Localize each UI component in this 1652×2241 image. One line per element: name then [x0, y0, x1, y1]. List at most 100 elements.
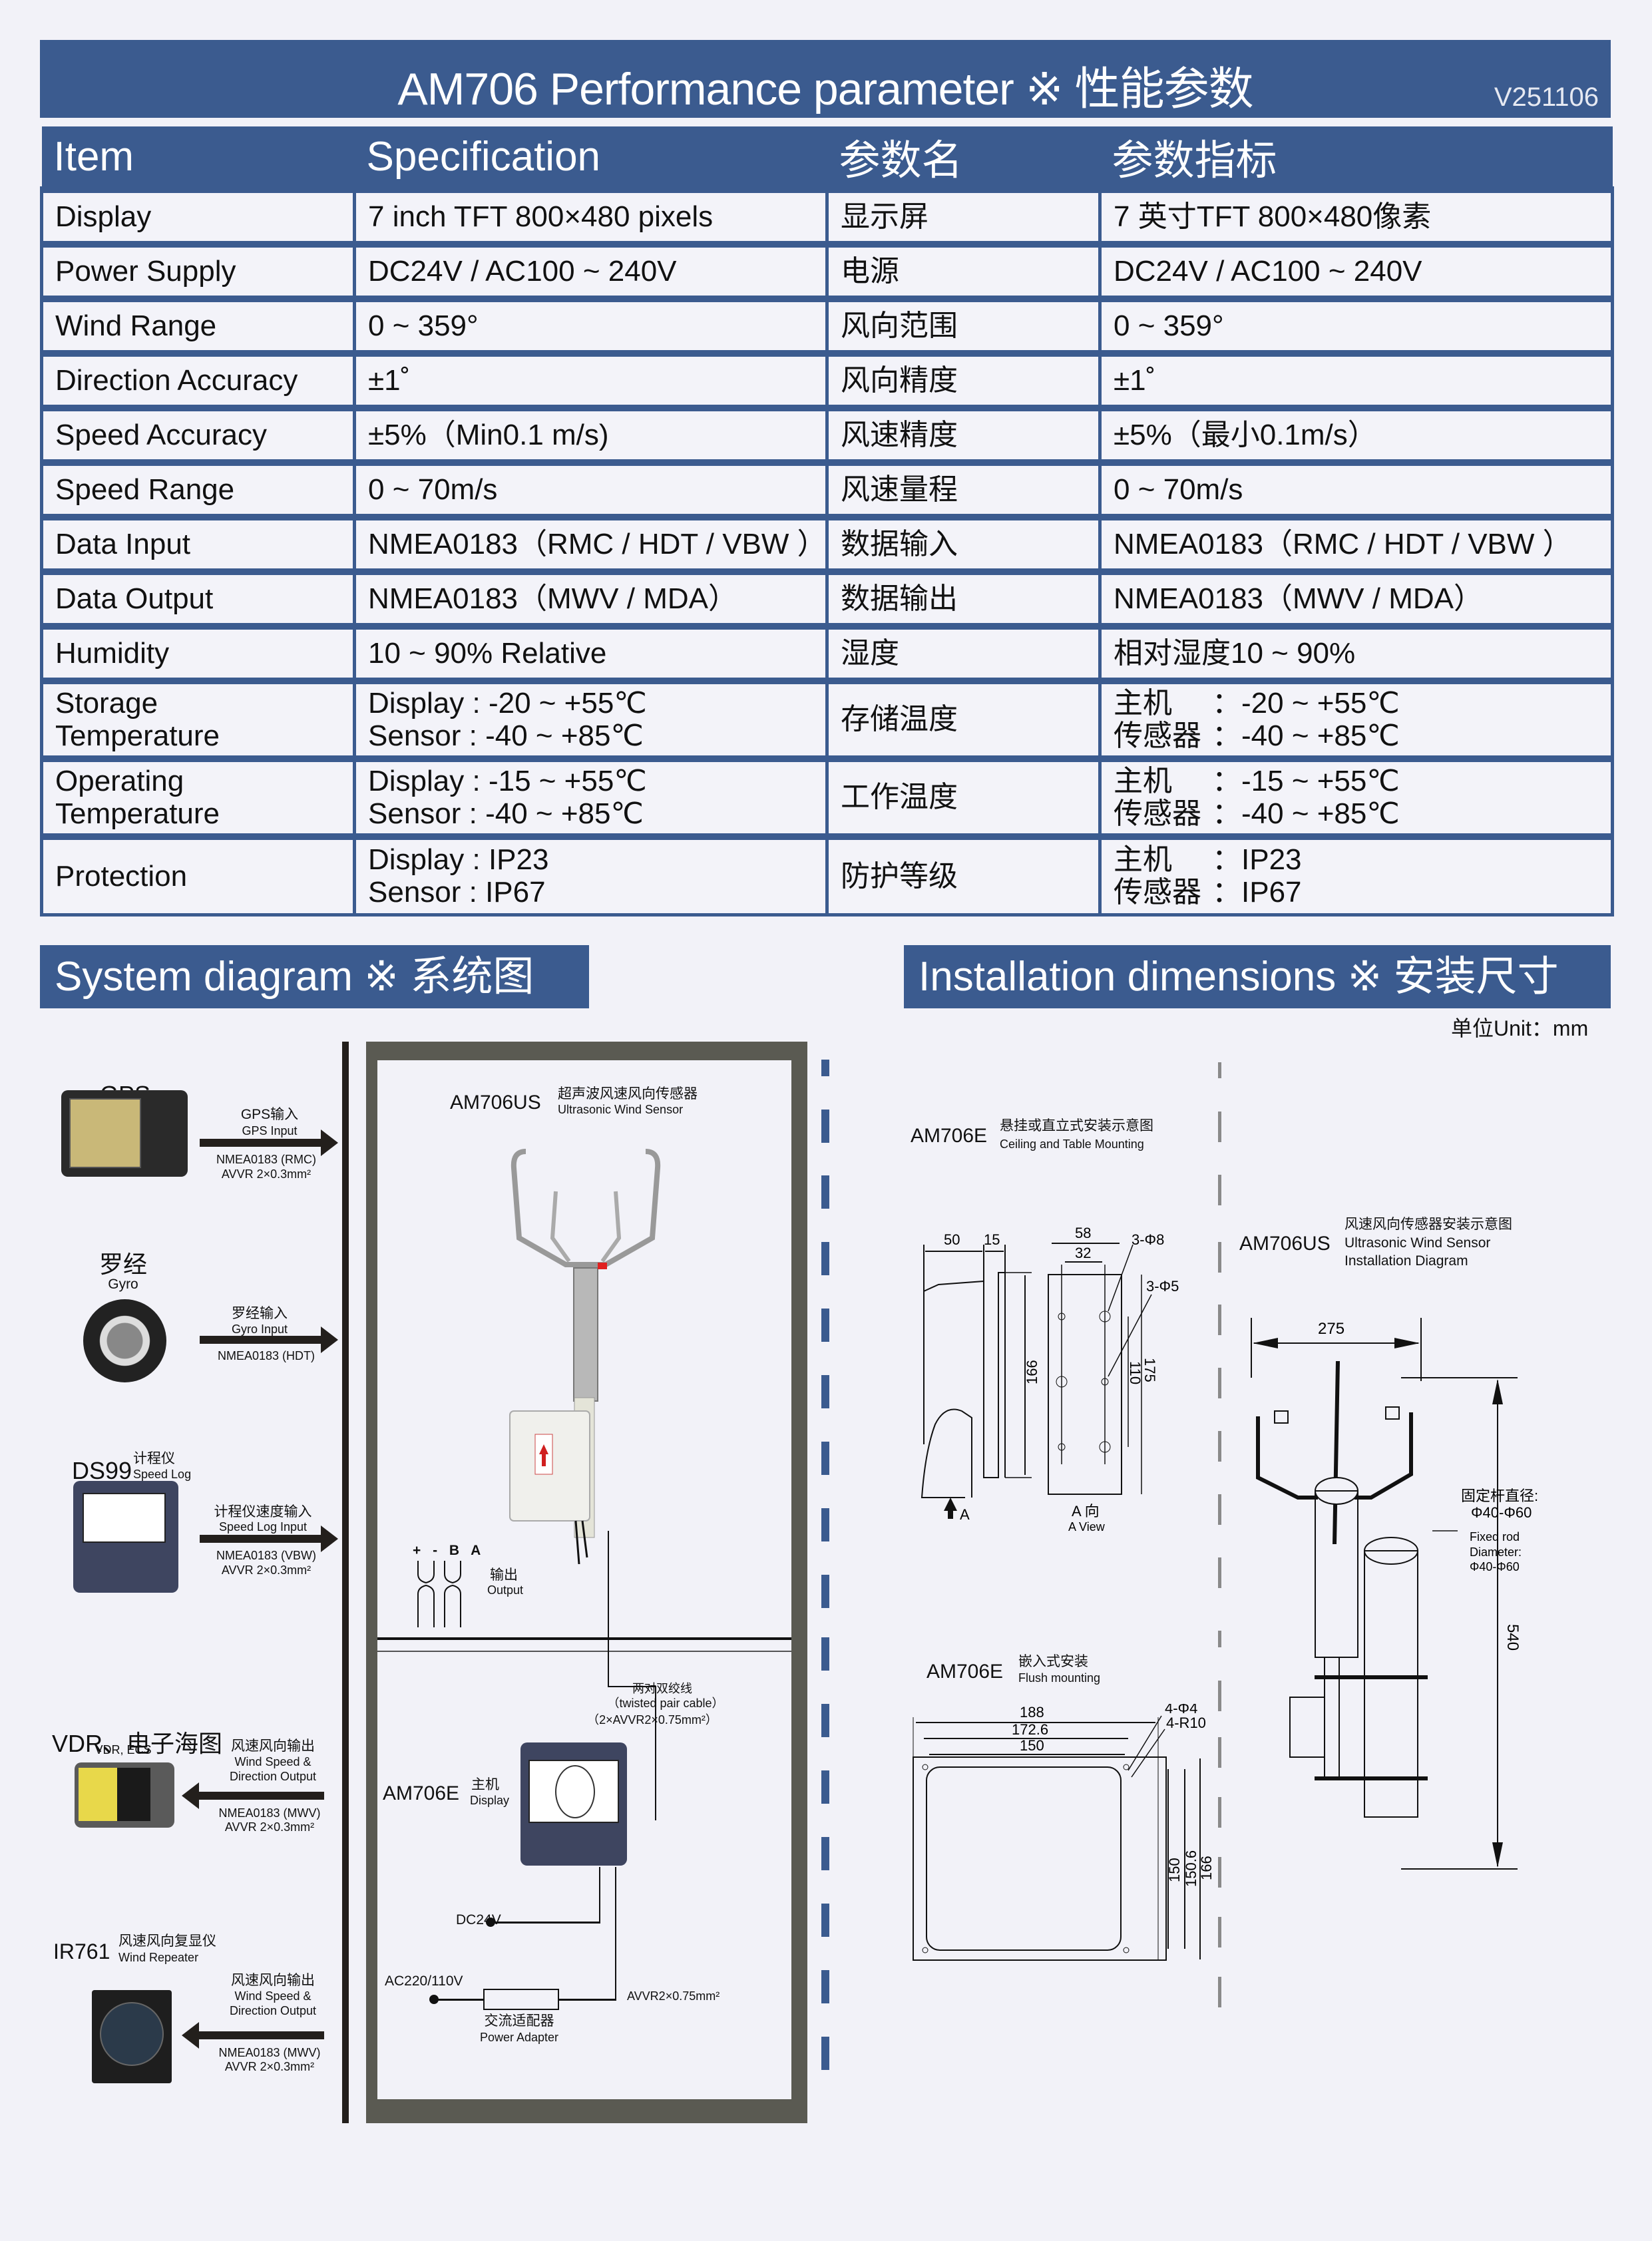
dash: [821, 1770, 829, 1804]
ceiling-mount-drawing: 50 15 166 58 32 3-Φ8 3-Φ5 110 175 A A 向 …: [921, 1225, 1179, 1533]
cell-spec-line: Sensor : -40 ~ +85℃: [368, 797, 644, 830]
cell-name-cn: 风速量程: [825, 459, 1102, 519]
flush-model: AM706E: [927, 1661, 1004, 1683]
dc-terminal-dot: [486, 1918, 495, 1927]
cell-value-cn: 7 英寸TFT 800×480像素: [1098, 186, 1614, 246]
ac-line: [435, 1999, 483, 2001]
dash: [1218, 1431, 1221, 1462]
svg-text:3-Φ8: 3-Φ8: [1132, 1231, 1164, 1248]
value-val: ：-20 ~ +55℃: [1212, 687, 1400, 720]
cable-spec: （2×AVVR2×0.75mm²）: [587, 1713, 718, 1727]
svg-text:166: 166: [1024, 1360, 1040, 1384]
cell-item: Speed Range: [40, 459, 356, 519]
sensor-cable-line: [608, 1531, 609, 1687]
dash: [821, 1704, 829, 1737]
cell-spec-line: Display : IP23: [368, 843, 549, 877]
cell-value-cn: DC24V / AC100 ~ 240V: [1098, 241, 1614, 301]
ds99-label-cn: 计程仪: [133, 1451, 175, 1466]
display-screen: [528, 1760, 619, 1823]
installation-dimensions-header: Installation dimensions ※ 安装尺寸: [904, 945, 1611, 1008]
sensor-install-model: AM706US: [1239, 1233, 1331, 1255]
sensor-cable-line: [655, 1686, 656, 1820]
svg-text:4-Φ4: 4-Φ4: [1165, 1704, 1197, 1717]
dash: [1218, 1242, 1221, 1273]
dash: [1218, 1737, 1221, 1768]
cell-spec-line: Display : -20 ~ +55℃: [368, 687, 647, 720]
dash: [821, 1637, 829, 1671]
dash: [821, 1175, 829, 1209]
svg-text:A: A: [960, 1506, 970, 1523]
ir761-label-cn: 风速风向复显仪: [118, 1934, 216, 1949]
vdr-output-label-en-2: Direction Output: [229, 1770, 317, 1783]
svg-text:A View: A View: [1068, 1520, 1106, 1533]
dc24v-label: DC24V: [456, 1912, 501, 1928]
ac-line: [559, 1999, 616, 2001]
cell-name-cn: 工作温度: [825, 755, 1102, 839]
cell-name-cn: 风向精度: [825, 350, 1102, 410]
display-model: AM706E: [383, 1782, 460, 1804]
cell-name-cn: 数据输出: [825, 568, 1102, 628]
dash: [821, 1442, 829, 1475]
sensor-install-name-en-2: Installation Diagram: [1344, 1253, 1468, 1269]
dc-line: [599, 1867, 600, 1923]
cell-spec: ±1˚: [353, 350, 829, 410]
ir761-label-en: Wind Repeater: [118, 1951, 199, 1964]
am706e-display-icon: [520, 1742, 627, 1866]
svg-text:Fixed rod: Fixed rod: [1470, 1530, 1520, 1543]
svg-text:50: 50: [944, 1231, 960, 1248]
value-key: 传感器: [1114, 797, 1201, 830]
cell-name-cn: 湿度: [825, 623, 1102, 683]
gps-input-label-en: GPS Input: [242, 1124, 298, 1137]
sensor-install-drawing: 275 540 固定杆直径: Φ40-Φ60 Fixed rod Diamete…: [1251, 1318, 1538, 1870]
svg-text:540: 540: [1504, 1624, 1522, 1651]
sensor-install-name-cn: 风速风向传感器安装示意图: [1344, 1217, 1512, 1232]
ir761-protocol: NMEA0183 (MWV): [218, 2046, 321, 2059]
output-label-en: Output: [487, 1583, 524, 1597]
dash: [1218, 1175, 1221, 1205]
page-title: AM706 Performance parameter ※ 性能参数: [397, 64, 1253, 114]
cell-spec-line: Display : -15 ~ +55℃: [368, 765, 647, 798]
cell-item: Operating Temperature: [40, 755, 356, 839]
speed-log-input-label-en: Speed Log Input: [218, 1520, 308, 1533]
vdr-output-label-cn: 风速风向输出: [231, 1738, 315, 1754]
dash: [821, 1309, 829, 1342]
gps-input-label-cn: GPS输入: [240, 1107, 299, 1122]
cell-item: Wind Range: [40, 296, 356, 355]
output-terminal-pins: + - B A: [413, 1543, 485, 1558]
vdr-cable: AVVR 2×0.3mm²: [224, 1820, 315, 1834]
unit-label: 单位Unit：mm: [1451, 1016, 1589, 1040]
title-bar: AM706 Performance parameter ※ 性能参数 V2511…: [40, 40, 1611, 118]
ac-terminal-dot: [429, 1995, 439, 2004]
table-row: Humidity 10 ~ 90% Relative 湿度 相对湿度10 ~ 9…: [40, 623, 1614, 683]
dash: [1218, 1631, 1221, 1647]
ir761-output-arrow: [182, 2022, 324, 2049]
cell-name-cn: 风速精度: [825, 405, 1102, 465]
cell-item-line: Temperature: [55, 719, 220, 752]
dash: [821, 2037, 829, 2070]
cell-item: Storage Temperature: [40, 678, 356, 761]
sensor-name-en: Ultrasonic Wind Sensor: [558, 1103, 684, 1116]
value-key: 主机: [1114, 687, 1172, 720]
dash: [1218, 1305, 1221, 1335]
dash: [1218, 1557, 1221, 1588]
cell-item-line: Operating: [55, 765, 184, 798]
dash: [821, 1575, 829, 1608]
dash: [821, 1508, 829, 1541]
cell-name-cn: 电源: [825, 241, 1102, 301]
cell-item-line: Storage: [55, 687, 158, 720]
value-key: 传感器: [1114, 719, 1201, 752]
output-label-cn: 输出: [490, 1567, 518, 1583]
vdr-label-en: VDR, ECS: [95, 1743, 152, 1756]
speed-log-protocol: NMEA0183 (VBW): [216, 1549, 317, 1562]
cell-value-cn: 相对湿度10 ~ 90%: [1098, 623, 1614, 683]
flush-name-cn: 嵌入式安装: [1018, 1654, 1088, 1669]
twisted-pair-icon: [417, 1561, 461, 1627]
svg-text:32: 32: [1075, 1245, 1091, 1261]
speed-log-input-label-cn: 计程仪速度输入: [214, 1504, 312, 1520]
cell-spec: ±5%（Min0.1 m/s): [353, 405, 829, 465]
ac-line: [615, 1867, 616, 2000]
cell-item: Power Supply: [40, 241, 356, 301]
sensor-install-name-en-1: Ultrasonic Wind Sensor: [1344, 1235, 1491, 1251]
cell-value-cn: NMEA0183（RMC / HDT / VBW ）: [1098, 514, 1614, 574]
vdr-label: VDR、电子海图: [52, 1730, 223, 1757]
